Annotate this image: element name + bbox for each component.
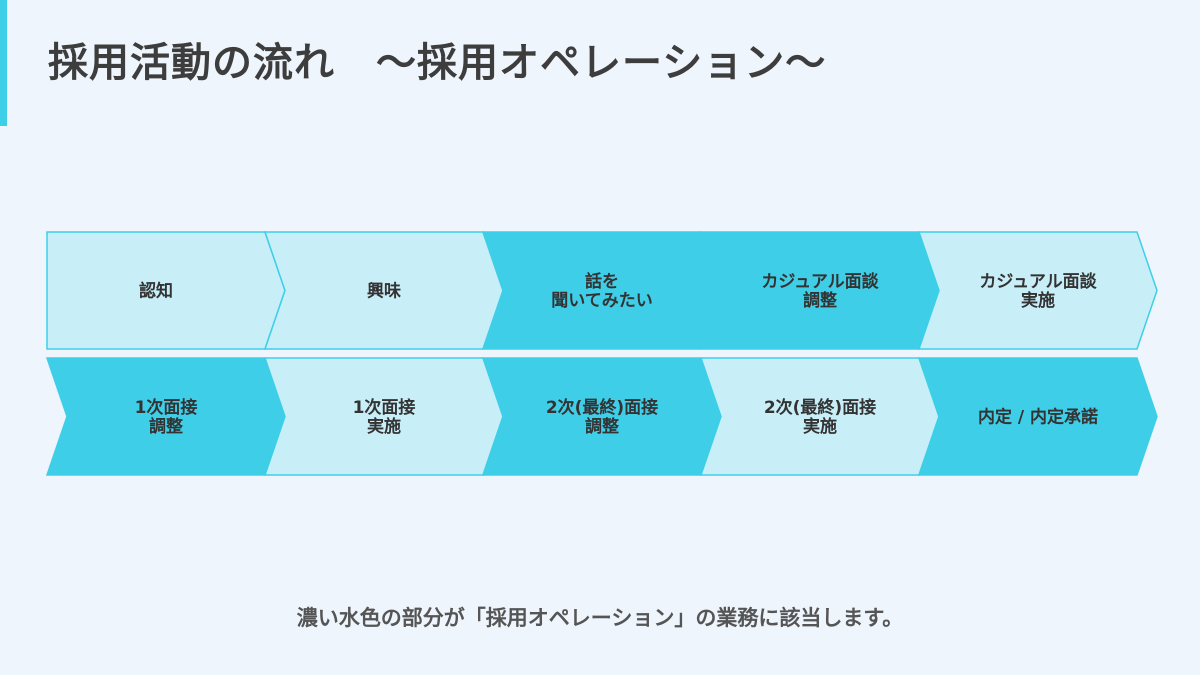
step-label-line: 1次面接 xyxy=(353,397,416,418)
step-label-2-3: 2次(最終)面接調整 xyxy=(546,397,658,437)
step-label-line: カジュアル面談 xyxy=(979,271,1097,292)
step-label-1-1: 認知 xyxy=(139,281,173,302)
step-label-1-2: 興味 xyxy=(367,281,401,302)
page-title: 採用活動の流れ ～採用オペレーション～ xyxy=(48,40,827,86)
step-chevron-1-5 xyxy=(917,231,1158,350)
step-label-1-5: カジュアル面談実施 xyxy=(979,271,1097,311)
step-label-line: 話を xyxy=(585,271,619,292)
accent-bar xyxy=(0,0,7,126)
step-label-2-5: 内定 / 内定承諾 xyxy=(978,407,1098,428)
step-label-line: 実施 xyxy=(803,416,837,437)
footnote: 濃い水色の部分が「採用オペレーション」の業務に該当します。 xyxy=(296,606,904,630)
step-label-line: 聞いてみたい xyxy=(551,291,653,311)
step-label-line: 調整 xyxy=(149,416,183,437)
step-label-line: 2次(最終)面接 xyxy=(546,397,658,418)
step-label-1-4: カジュアル面談調整 xyxy=(761,271,879,311)
step-label-line: カジュアル面談 xyxy=(761,271,879,292)
step-label-line: 1次面接 xyxy=(135,397,198,418)
step-label-line: 認知 xyxy=(139,281,173,302)
step-label-line: 2次(最終)面接 xyxy=(764,397,876,418)
step-label-1-3: 話を聞いてみたい xyxy=(551,271,653,311)
step-label-line: 内定 / 内定承諾 xyxy=(978,407,1098,428)
step-label-2-4: 2次(最終)面接実施 xyxy=(764,397,876,437)
step-chevron-2-5 xyxy=(917,357,1158,476)
step-label-line: 実施 xyxy=(367,416,401,437)
step-label-2-1: 1次面接調整 xyxy=(135,397,198,437)
step-label-line: 調整 xyxy=(803,290,837,311)
step-label-line: 実施 xyxy=(1021,290,1055,311)
step-label-line: 調整 xyxy=(585,416,619,437)
step-label-2-2: 1次面接実施 xyxy=(353,397,416,437)
step-label-line: 興味 xyxy=(367,281,401,302)
